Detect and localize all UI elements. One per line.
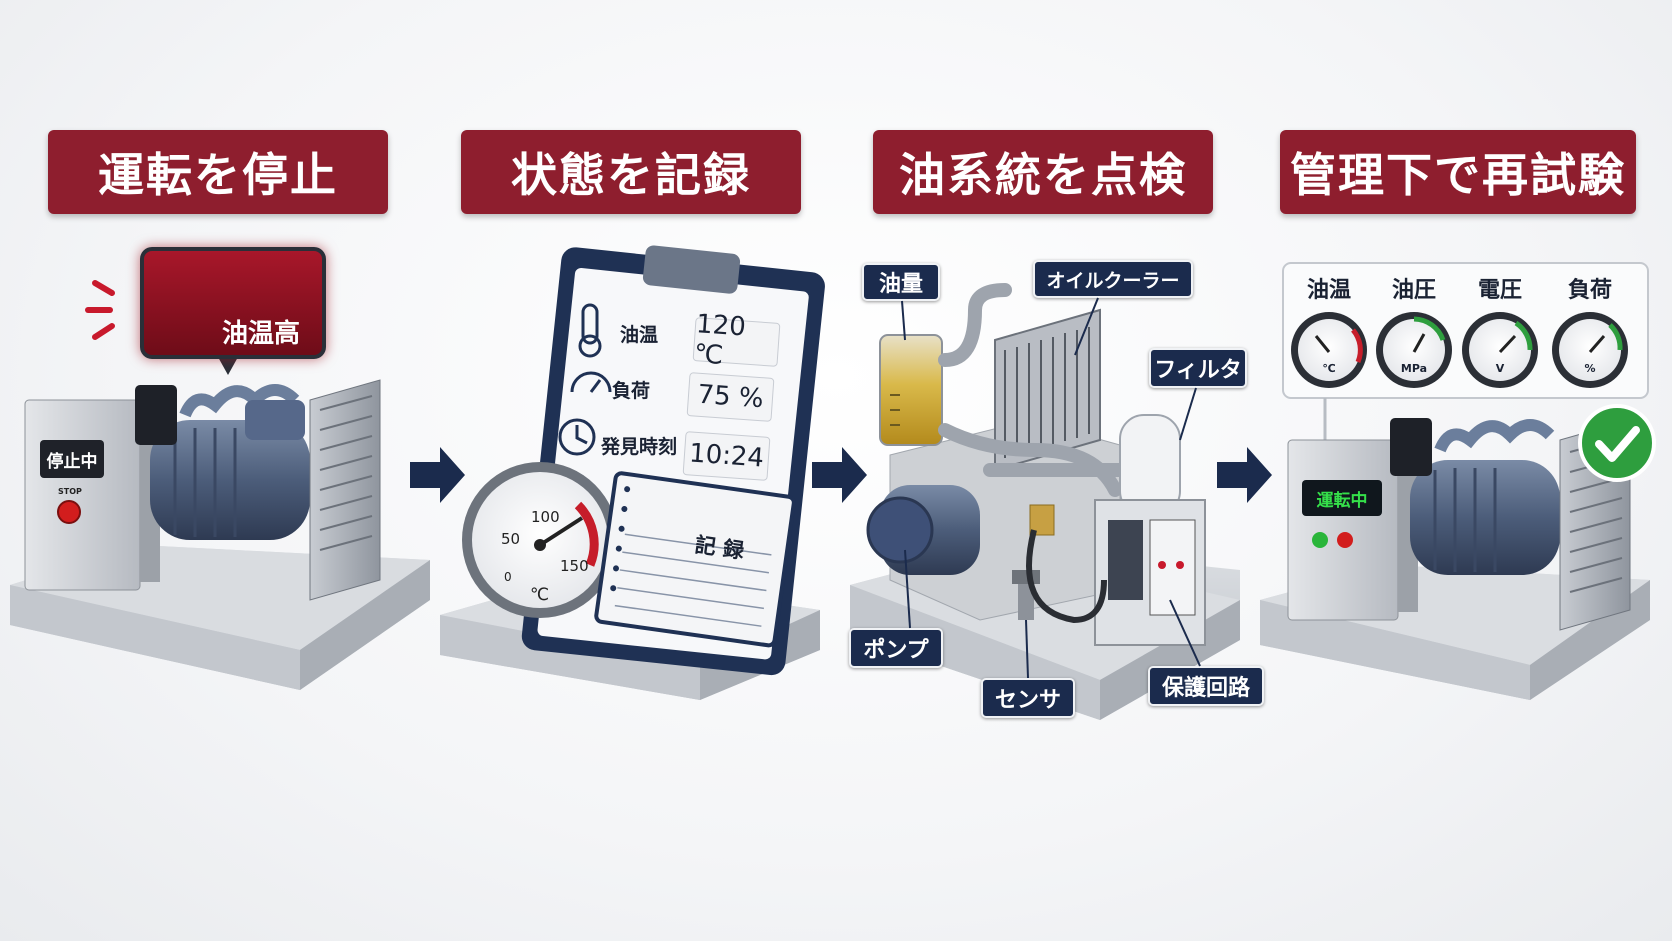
stop-label: STOP xyxy=(58,487,82,496)
callout-oil-cooler: オイルクーラー xyxy=(1033,260,1193,298)
callout-pump: ポンプ xyxy=(849,628,943,668)
panel-2-scene xyxy=(440,245,825,700)
gauge-tick-50: 50 xyxy=(501,530,521,548)
callout-sensor: センサ xyxy=(981,678,1075,718)
callout-protection-circuit: 保護回路 xyxy=(1148,666,1264,706)
panel-3-scene xyxy=(850,283,1240,720)
gauge-tick-100: 100 xyxy=(531,508,560,526)
step-4-title: 管理下で再試験 xyxy=(1280,130,1636,214)
running-display: 運転中 xyxy=(1302,480,1382,516)
gauge-oil-pressure xyxy=(1376,312,1452,388)
clip-value-found-time: 10:24 xyxy=(682,431,771,481)
step-3-title: 油系統を点検 xyxy=(873,130,1213,214)
clip-label-load: 負荷 xyxy=(612,380,651,402)
stopped-display: 停止中 xyxy=(40,440,104,478)
gauge-unit: ℃ xyxy=(530,585,550,605)
gauge-tick-150: 150 xyxy=(560,557,589,575)
gauge-label-voltage: 電圧 xyxy=(1477,278,1522,303)
clip-value-oil-temp: 120 ℃ xyxy=(692,309,781,371)
clip-value-load: 75 % xyxy=(686,372,775,422)
gauge-oil-temp xyxy=(1291,312,1367,388)
gauge-label-load: 負荷 xyxy=(1567,278,1612,303)
gauge-unit-oil-temp: ℃ xyxy=(1322,362,1336,375)
clipboard-icons xyxy=(558,303,612,456)
step-2-title: 状態を記録 xyxy=(461,130,801,214)
flow-arrow-3 xyxy=(1217,447,1272,503)
gauge-unit-load: % xyxy=(1584,362,1596,375)
gauge-unit-voltage: V xyxy=(1495,362,1505,375)
oil-temp-alarm: 油温高 xyxy=(140,247,326,359)
gauge-label-oil-temp: 油温 xyxy=(1306,278,1351,303)
callout-oil-level: 油量 xyxy=(862,263,940,301)
callout-filter: フィルタ xyxy=(1149,348,1247,388)
gauge-unit-oil-pressure: MPa xyxy=(1400,362,1428,375)
step-1-title: 運転を停止 xyxy=(48,130,388,214)
clip-label-found-time: 発見時刻 xyxy=(601,436,678,458)
gauge-load xyxy=(1552,312,1628,388)
flow-arrow-1 xyxy=(410,447,465,503)
clip-label-oil-temp: 油温 xyxy=(620,324,659,346)
flow-arrow-2 xyxy=(812,447,867,503)
gauge-label-oil-pressure: 油圧 xyxy=(1391,278,1436,303)
gauge-tick-0: 0 xyxy=(504,570,512,584)
gauge-voltage xyxy=(1462,312,1538,388)
gauge-row xyxy=(1291,312,1628,388)
check-icon xyxy=(1578,404,1656,482)
alarm-text: 油温高 xyxy=(222,319,301,349)
